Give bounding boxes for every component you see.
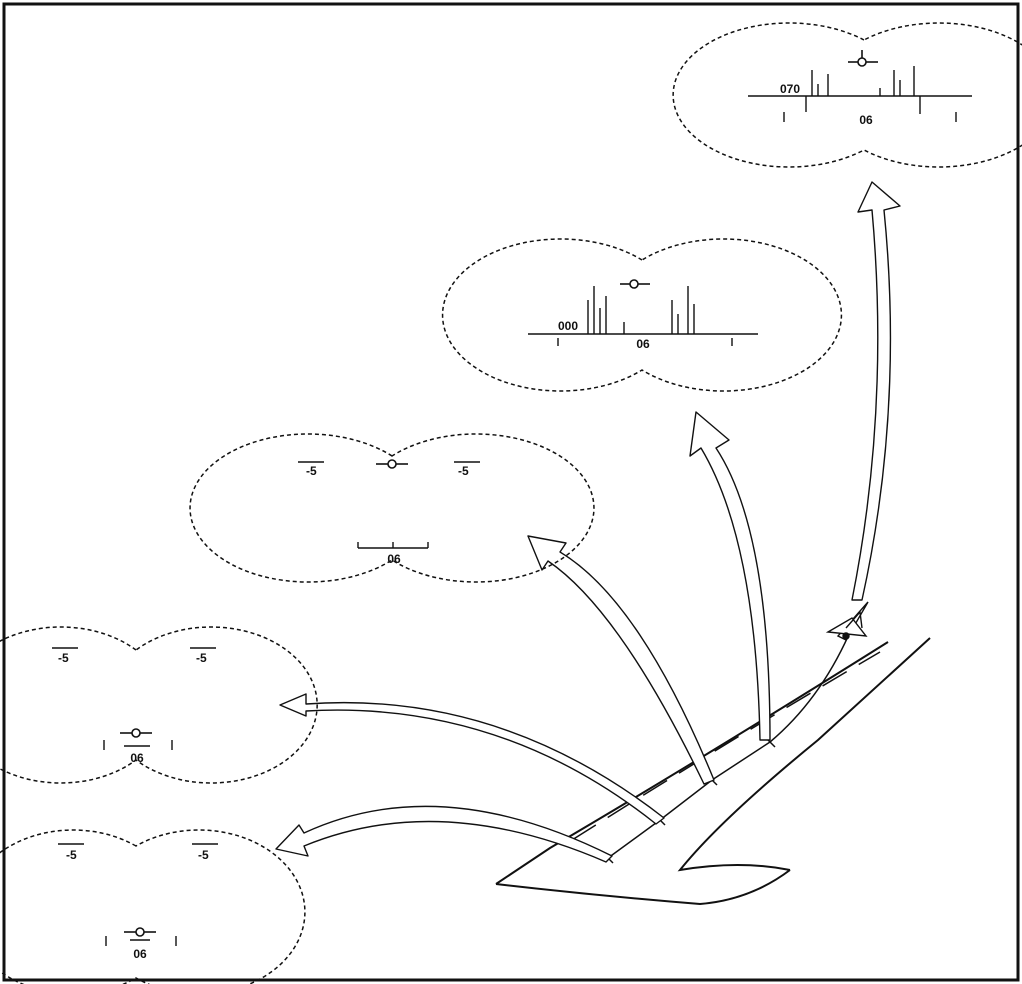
view-3-horizon-bracket [357, 542, 429, 549]
view-5-altitude-label: 070 [780, 82, 800, 96]
view-3-right-pitch-label: -5 [458, 464, 469, 478]
view-4-flight-path-marker [620, 279, 650, 289]
view-4-outline [441, 238, 843, 392]
view-2-flight-path-marker [120, 728, 152, 738]
view-2-outline [0, 626, 318, 784]
view-4-horizon [528, 286, 758, 346]
hud-view-3: -5 -5 06 [189, 433, 595, 583]
hud-view-2: -5 -5 06 [0, 626, 318, 784]
view-2-heading-label: 06 [130, 751, 144, 765]
arrow-to-view-1 [275, 805, 613, 863]
arrow-to-view-4 [689, 411, 771, 741]
runway [495, 637, 931, 906]
view-4-heading-label: 06 [636, 337, 650, 351]
view-5-horizon [748, 66, 972, 122]
view-5-heading-label: 06 [859, 113, 873, 127]
arrow-to-view-5 [851, 181, 901, 601]
hud-view-5: 070 06 [672, 22, 1022, 168]
view-1-flight-path-marker [124, 927, 156, 937]
view-5-flight-path-marker [848, 50, 878, 67]
view-3-flight-path-marker [376, 459, 408, 469]
view-1-right-pitch-label: -5 [198, 848, 209, 862]
ground-track [607, 631, 851, 859]
view-1-outline [0, 829, 306, 984]
arrow-to-view-2 [279, 693, 665, 825]
view-3-left-pitch-label: -5 [306, 464, 317, 478]
view-4-altitude-label: 000 [558, 319, 578, 333]
view-5-outline [672, 22, 1022, 168]
hud-view-1: -5 -5 06 [0, 829, 306, 984]
view-1-heading-label: 06 [133, 947, 147, 961]
view-1-left-pitch-label: -5 [66, 848, 77, 862]
aircraft-icon [825, 601, 869, 641]
hud-view-4: 000 06 [441, 238, 843, 392]
view-2-left-pitch-label: -5 [58, 651, 69, 665]
arrow-to-view-3 [527, 535, 715, 785]
view-3-heading-label: 06 [387, 552, 401, 566]
view-2-right-pitch-label: -5 [196, 651, 207, 665]
